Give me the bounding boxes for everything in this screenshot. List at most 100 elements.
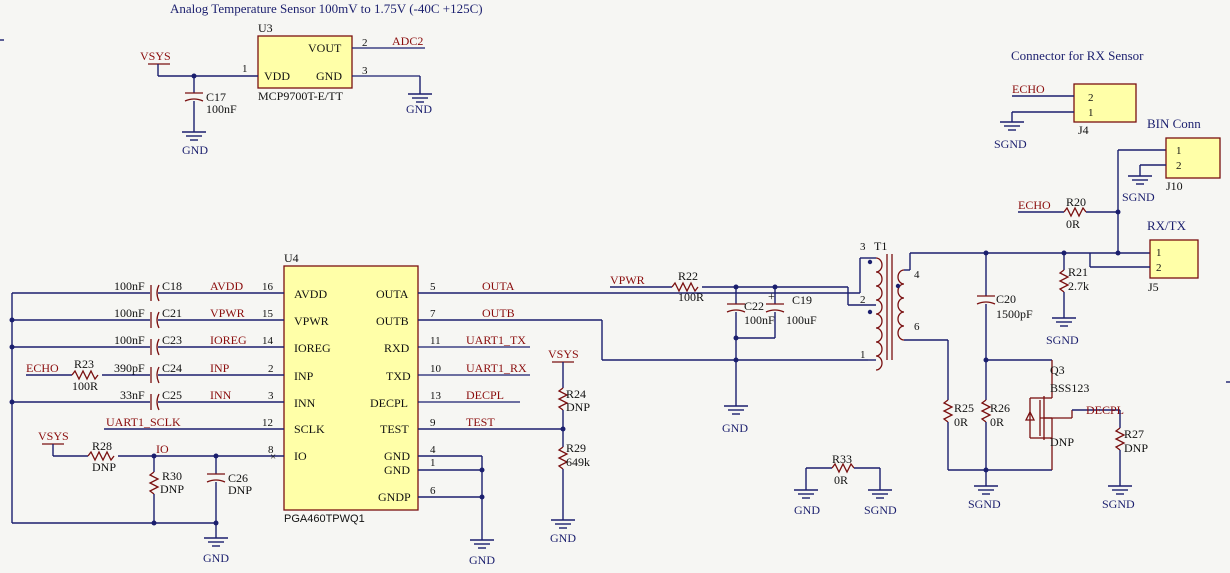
j4-pin-num: 2 [1088,92,1094,104]
r33-ref: R33 [832,452,852,466]
c20-value: 1500pF [996,307,1033,321]
c24-capacitor[interactable] [150,366,160,384]
j5-pin-num: 1 [1156,247,1162,259]
r25-ref: R25 [954,401,974,415]
r28-resistor[interactable] [87,450,115,462]
c25-value: 33nF [120,388,145,402]
u4-pin-num: 5 [430,281,436,293]
j10-pin-num: 1 [1176,145,1182,157]
c18-capacitor[interactable] [150,284,160,302]
r24-resistor[interactable] [557,387,569,411]
c25-ref: C25 [162,388,182,402]
net-avdd: AVDD [210,279,243,293]
u3-part: MCP9700T-E/TT [258,89,344,103]
r23-value: 100R [72,379,98,393]
c20-ref: C20 [996,292,1016,306]
r20-resistor[interactable] [1063,206,1087,218]
r28-value: DNP [92,460,116,474]
r22-ref: R22 [678,269,698,283]
net-test: TEST [466,415,495,429]
r33-resistor[interactable] [831,462,855,474]
t1-pin-num: 1 [860,349,866,361]
c22-capacitor[interactable] [726,303,746,313]
no-connect-mark: × [270,451,276,463]
net-outa: OUTA [482,279,515,293]
c24-value: 390pF [114,361,145,375]
u4-pin-num: 2 [268,363,274,375]
r24-ref: R24 [566,387,586,401]
c19-capacitor[interactable] [765,303,785,313]
u4-pga460[interactable]: U4 PGA460TPWQ1 [283,251,419,525]
j5-connector[interactable] [1149,239,1199,279]
u4-pin-num: 12 [262,417,273,429]
c19-value: 100uF [786,313,817,327]
r29-resistor[interactable] [557,446,569,470]
r27-resistor[interactable] [1114,427,1126,451]
net-vpwr: VPWR [610,273,645,287]
gnd-label: GND [469,553,495,567]
c17-ref: C17 [206,90,226,104]
c25-capacitor[interactable] [150,393,160,411]
j4-connector[interactable] [1073,83,1137,123]
vsys-label: VSYS [38,429,69,443]
u4-pin-num: 3 [268,390,274,402]
u4-pin-num: 6 [430,485,436,497]
u4-pin-name: IO [294,449,307,463]
r22-resistor[interactable] [671,281,699,293]
j10-connector[interactable] [1165,137,1221,179]
u4-pin-num: 8 [268,444,274,456]
temp-sensor-title: Analog Temperature Sensor 100mV to 1.75V… [170,1,483,16]
u3-pin-num: 3 [362,65,368,77]
u4-left-pins: AVDD VPWR IOREG INP INN SCLK IO 16 15 14… [262,281,331,463]
r29-ref: R29 [566,441,586,455]
r24-value: DNP [566,400,590,414]
c18-value: 100nF [114,279,145,293]
gnd-label: GND [794,503,820,517]
c26-value: DNP [228,483,252,497]
sgnd-label: SGND [864,503,897,517]
c26-ref: C26 [228,471,248,485]
gnd-label: GND [550,531,576,545]
u4-ref: U4 [284,251,299,265]
c26-capacitor[interactable] [206,473,226,483]
r20-value: 0R [1066,217,1080,231]
bin-conn-title: BIN Conn [1147,116,1201,131]
q3-mosfet[interactable]: Q3 BSS123 DNP [1024,360,1089,470]
c24-ref: C24 [162,361,182,375]
u4-right-pins: OUTA OUTB RXD TXD DECPL TEST GND GND GND… [370,281,442,504]
c20-capacitor[interactable] [976,295,996,305]
net-decpl: DECPL [1086,403,1124,417]
t1-transformer[interactable]: T1 3 2 1 4 6 [860,239,920,371]
sgnd-label: SGND [1122,190,1155,204]
j4-pin-num: 1 [1088,107,1094,119]
r25-resistor[interactable] [942,399,954,423]
r23-resistor[interactable] [71,369,99,381]
u3-temp-sensor[interactable]: U3 MCP9700T-E/TT VDD VOUT GND 1 2 3 [242,21,368,103]
c21-capacitor[interactable] [150,311,160,329]
u3-pin-name: GND [316,69,342,83]
c18-ref: C18 [162,279,182,293]
t1-pin-num: 2 [860,294,866,306]
c23-capacitor[interactable] [150,338,160,356]
u4-pin-name: RXD [384,341,410,355]
u4-pin-name: SCLK [294,422,325,436]
r26-resistor[interactable] [980,399,992,423]
r21-ref: R21 [1068,265,1088,279]
vsys-label: VSYS [140,49,171,63]
net-inn: INN [210,388,232,402]
net-vpwr: VPWR [210,306,245,320]
net-echo: ECHO [26,361,59,375]
svg-text:+: + [768,289,775,303]
j5-ref: J5 [1148,280,1159,294]
gnd-label: GND [182,143,208,157]
r29-value: 649k [566,455,590,469]
r21-resistor[interactable] [1058,269,1070,293]
net-uart1-sclk: UART1_SCLK [106,415,181,429]
c17-value: 100nF [206,102,237,116]
u3-pin-name: VDD [264,69,290,83]
r30-resistor[interactable] [148,471,160,495]
r33-value: 0R [834,473,848,487]
u3-ref: U3 [258,21,273,35]
c17-capacitor[interactable] [184,92,204,102]
